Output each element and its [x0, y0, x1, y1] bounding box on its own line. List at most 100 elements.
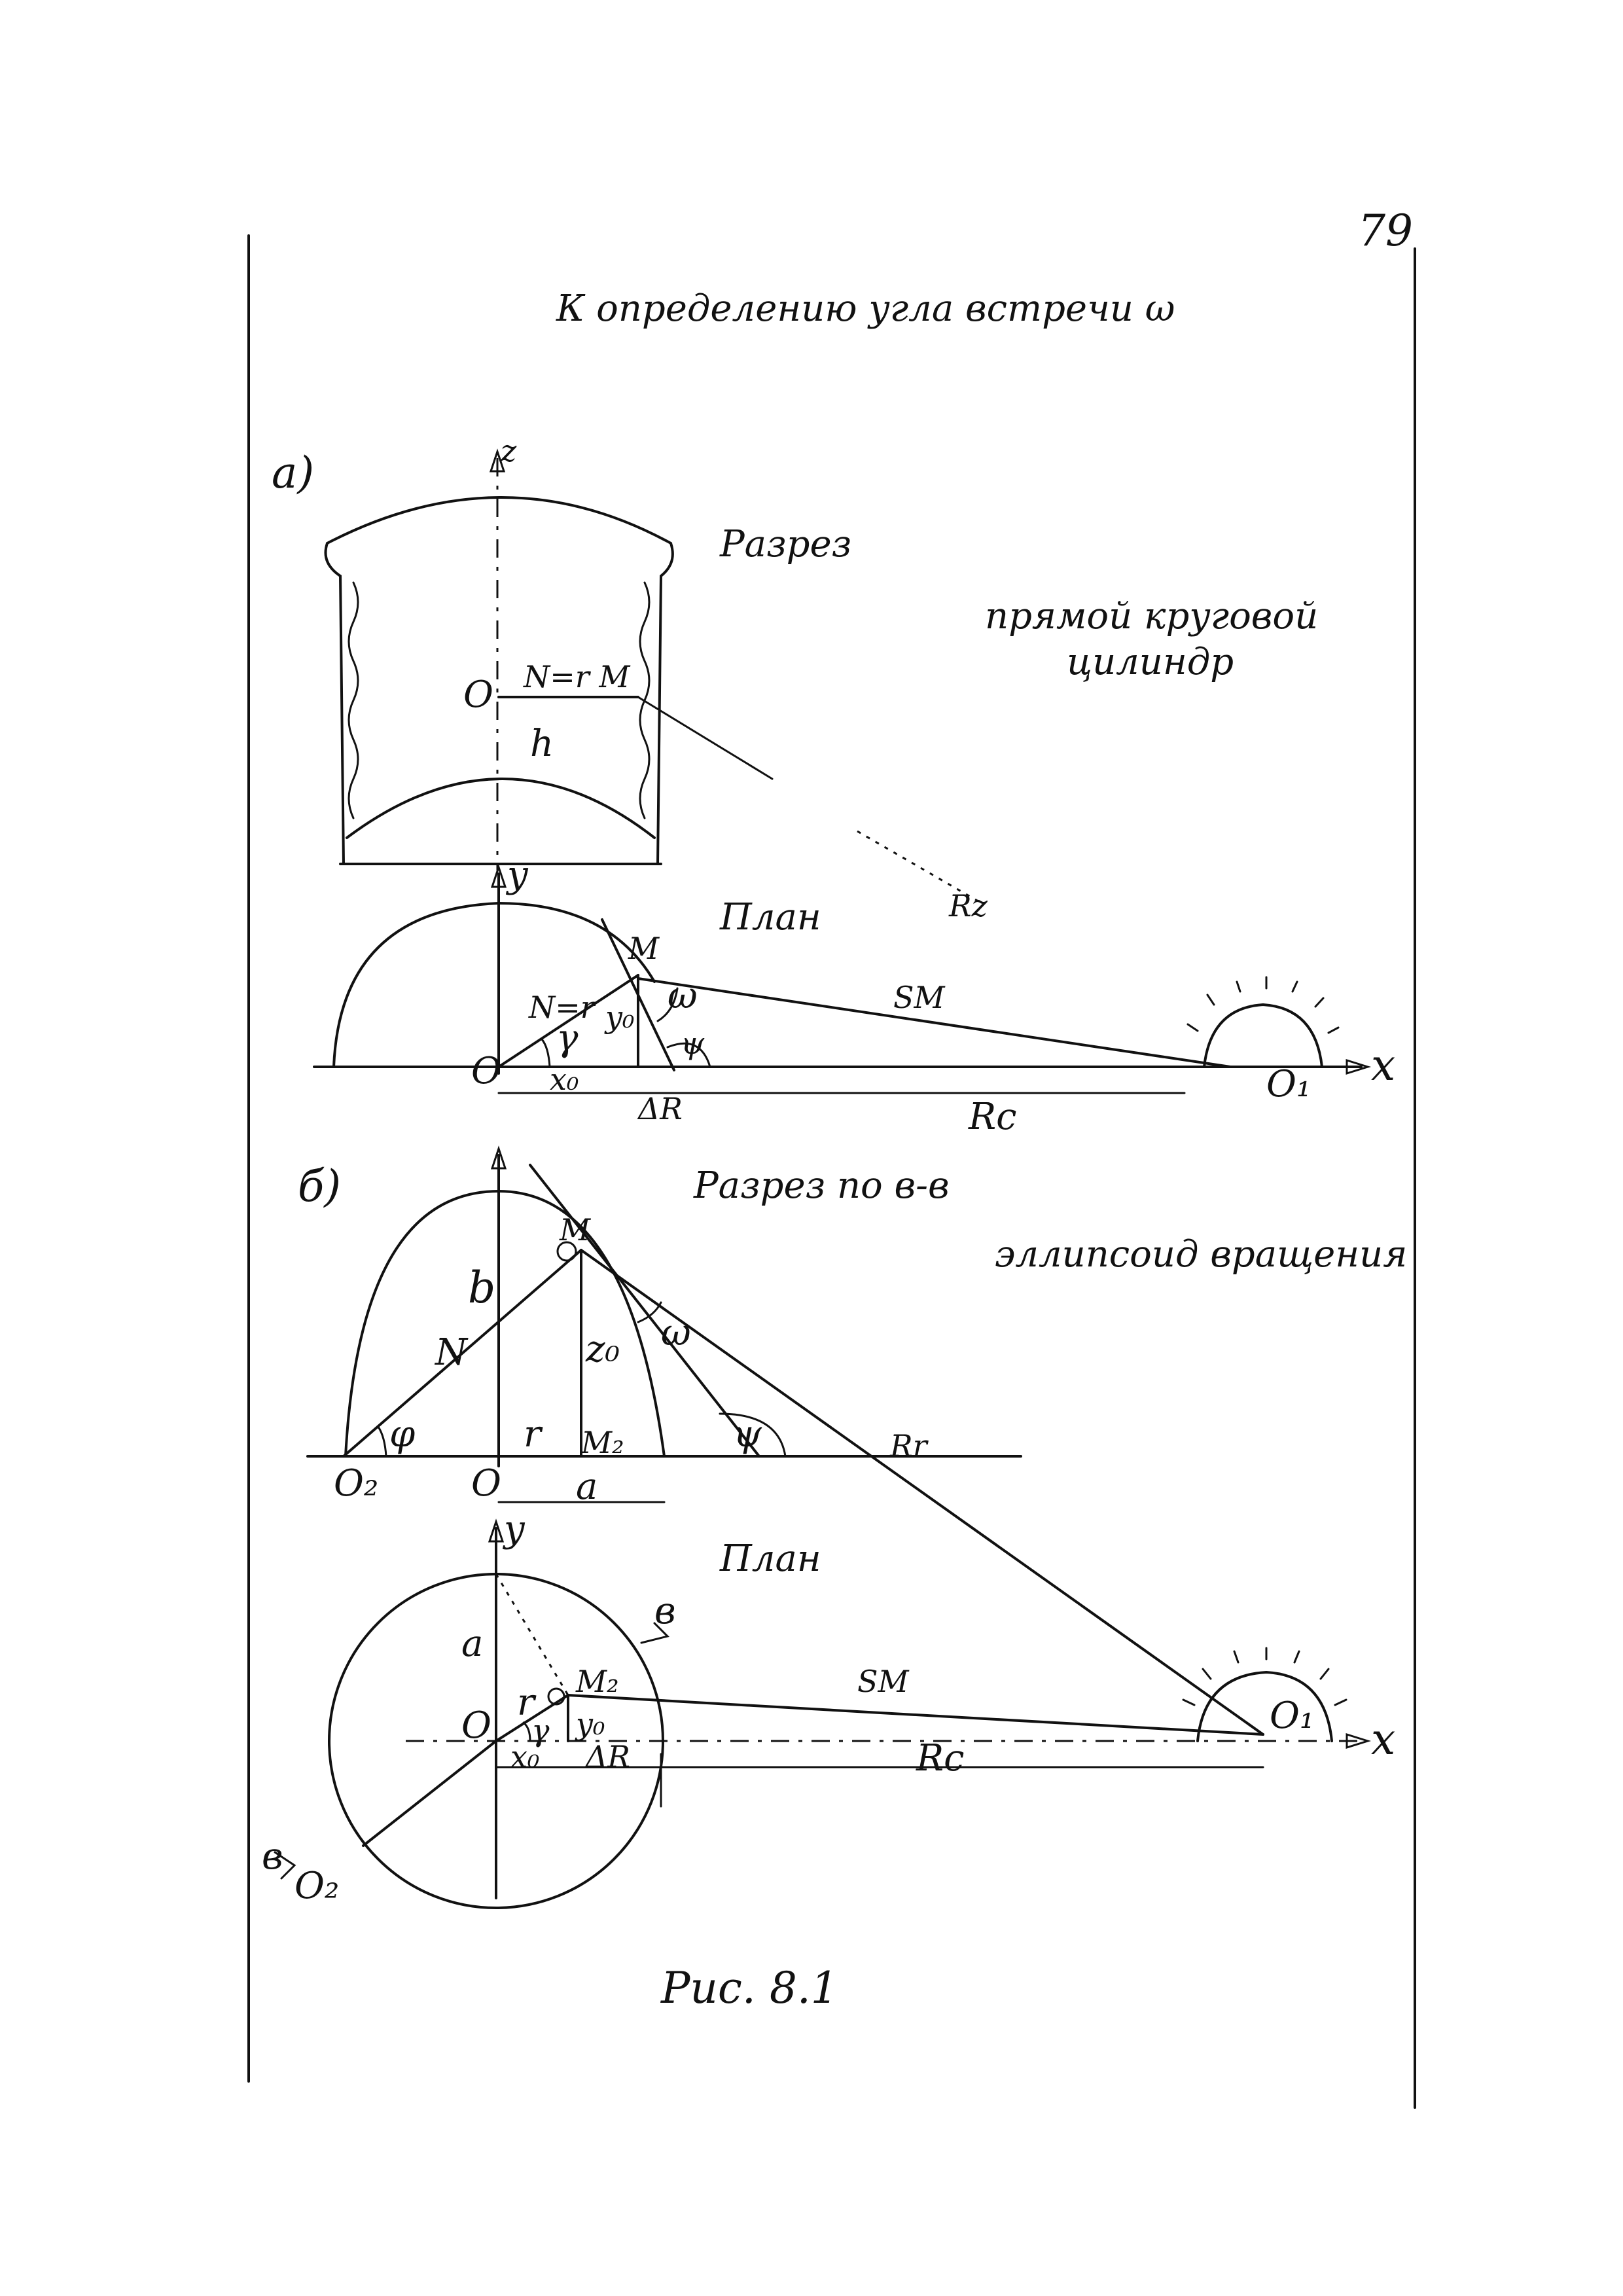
- figure-caption: Рис. 8.1: [660, 1963, 838, 2013]
- caption-b: эллипсоид вращения: [995, 1233, 1407, 1276]
- ellipsoid-plan: y a в M₂ SM O r γ y₀ O₁ x x₀ ΔR Rc в O₂: [262, 1508, 1395, 1909]
- radius-r-b: [495, 1694, 569, 1742]
- label-z0-b: z₀: [585, 1328, 620, 1371]
- label-n-eq-r-a: N=r: [528, 990, 597, 1025]
- label-m2-plan-b: M₂: [575, 1664, 619, 1699]
- label-sm-a: SM: [893, 980, 946, 1015]
- label-h: h: [530, 723, 554, 765]
- part-a-marker: а): [272, 448, 314, 498]
- phi-arc-b: [377, 1426, 387, 1458]
- label-rz: Rz: [948, 888, 988, 924]
- omega-arc-a: [656, 987, 679, 1022]
- label-m-a: M: [628, 931, 660, 966]
- label-o1-a: O₁: [1266, 1063, 1311, 1105]
- plan-label-a: План: [719, 896, 821, 939]
- normal-n-line: [342, 1249, 582, 1458]
- psi-arc-b: [719, 1412, 787, 1458]
- label-b-mark-b: в: [654, 1590, 676, 1632]
- label-a-plan-b: a: [461, 1623, 483, 1665]
- x-axis-arrow-b: [1346, 1732, 1372, 1749]
- label-y0-b: y₀: [575, 1706, 605, 1742]
- right-angle-mark-b: [556, 1241, 577, 1262]
- b-mark-arrow: [640, 1622, 669, 1644]
- sun-a: [1203, 1003, 1323, 1068]
- label-rc-b: Rc: [916, 1737, 965, 1780]
- label-x-a: x: [1371, 1040, 1395, 1090]
- z-axis-arrow-b: [490, 1145, 507, 1170]
- page-number: 79: [1358, 206, 1413, 256]
- cylinder-section: z O N=r M h Rz: [324, 433, 988, 924]
- label-m-b: M: [559, 1212, 592, 1247]
- label-psi-a: ψ: [681, 1026, 705, 1061]
- label-dr-a: ΔR: [637, 1091, 683, 1126]
- sun-rays-b: [1182, 1647, 1347, 1706]
- label-o1-b: O₁: [1270, 1695, 1314, 1737]
- ray-line-b: [580, 1249, 1264, 1736]
- tangent-line-b: [529, 1164, 760, 1458]
- z-axis-arrow-a: [489, 448, 506, 473]
- dashed-chord-b: [495, 1573, 569, 1696]
- radius-n-r-a: [497, 974, 639, 1068]
- label-o2-plan-b: O₂: [294, 1865, 339, 1907]
- caption-a-line1: прямой круговой: [985, 595, 1318, 637]
- plan-half-circle-a: [332, 901, 656, 1068]
- ellipsoid-section: M b N z₀ ω φ r M₂ ψ Rr O₂ O a: [306, 1145, 1264, 1736]
- y-axis-arrow-a: [490, 864, 507, 888]
- sun-rays-a: [1186, 976, 1340, 1034]
- label-phi-b: φ: [389, 1413, 415, 1456]
- label-o-b: O: [471, 1462, 501, 1505]
- label-n-b: N: [434, 1331, 469, 1374]
- sun-b: [1196, 1670, 1333, 1742]
- label-n-eq-r-m: N=r M: [523, 659, 631, 694]
- label-y0-a: y₀: [604, 999, 634, 1035]
- label-y-b: y: [502, 1508, 526, 1551]
- part-b-marker: б): [298, 1161, 341, 1211]
- label-m2-b: M₂: [580, 1425, 624, 1460]
- line-to-o2-b: [362, 1740, 497, 1847]
- right-angle-mark-plan-b: [547, 1687, 565, 1706]
- label-omega-a: ω: [668, 975, 698, 1017]
- cylinder-left-wall: [324, 542, 345, 865]
- label-y-a: y: [505, 853, 529, 896]
- label-o2-b: O₂: [334, 1462, 378, 1505]
- label-o-a: O: [471, 1050, 501, 1092]
- ellipse-arc-b: [344, 1189, 666, 1458]
- label-o-section-a: O: [463, 673, 493, 716]
- label-r-b: r: [524, 1413, 543, 1456]
- section-label-b: Разрез по в-в: [693, 1164, 950, 1207]
- y-axis-arrow-b: [488, 1518, 505, 1543]
- cylinder-bottom-arc: [346, 778, 656, 839]
- label-x0-b: x₀: [510, 1739, 539, 1774]
- ray-dotted-a: [857, 830, 982, 905]
- sm-line-a: [637, 977, 1232, 1068]
- ray-to-sun-a: [637, 696, 774, 780]
- gamma-arc-b: [522, 1721, 531, 1742]
- cylinder-top-arc: [326, 496, 672, 545]
- b-mark2-arrow: [274, 1851, 296, 1880]
- label-sm-b: SM: [857, 1664, 910, 1699]
- figure-title: К определению угла встречи ω: [556, 287, 1175, 330]
- label-rc-a: Rc: [968, 1096, 1017, 1138]
- label-b-b: b: [468, 1263, 495, 1313]
- x-axis-arrow-a: [1346, 1058, 1372, 1075]
- label-z-a: z: [500, 433, 517, 469]
- label-x0-a: x₀: [550, 1062, 579, 1097]
- label-o-plan-b: O: [461, 1704, 491, 1747]
- label-psi-b: ψ: [733, 1413, 762, 1456]
- label-x-b: x: [1371, 1714, 1395, 1765]
- omega-arc-b: [637, 1301, 662, 1323]
- plan-label-b: План: [719, 1537, 821, 1580]
- label-gamma-a: γ: [556, 1017, 579, 1060]
- cylinder-right-wall: [656, 542, 674, 865]
- label-omega-b: ω: [661, 1312, 691, 1354]
- psi-arc-a: [666, 1042, 711, 1068]
- label-r-plan-b: r: [517, 1681, 537, 1724]
- label-a-b: a: [576, 1465, 597, 1508]
- tangent-line-a: [601, 918, 675, 1071]
- label-dr-b: ΔR: [584, 1739, 630, 1774]
- cylinder-plan: y M N=r y₀ γ ω ψ SM O x₀ ΔR Rc O₁ x: [313, 853, 1395, 1138]
- label-gamma-b: γ: [531, 1713, 550, 1748]
- caption-a-line2: цилиндр: [1067, 641, 1234, 683]
